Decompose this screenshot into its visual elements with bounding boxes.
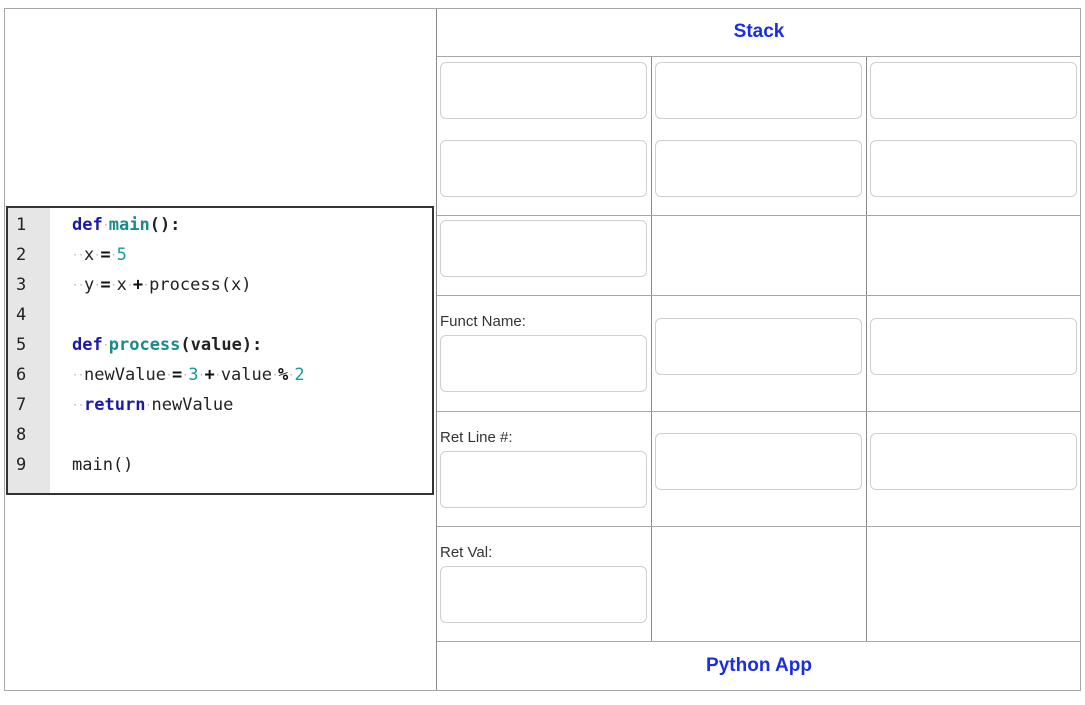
stack-slot-input[interactable]	[440, 220, 647, 277]
funct-name-input[interactable]	[440, 335, 647, 392]
identifier: x	[116, 275, 127, 295]
stack-slot-input[interactable]	[655, 140, 862, 197]
code-line: 3 ··y·=·x·+·process(x)	[8, 270, 432, 300]
code-listing: 1 def·main(): 2 ··x·=·5 3 ··y·=·x·+·proc…	[6, 206, 434, 495]
operator: %	[278, 365, 289, 385]
funct-name-label: Funct Name:	[440, 313, 526, 330]
line-number: 3	[16, 275, 27, 295]
line-number: 7	[16, 395, 27, 415]
function-name: process	[108, 335, 181, 355]
function-call: main()	[72, 455, 134, 475]
code-line: 5 def·process(value):	[8, 330, 432, 360]
code-line: 8	[8, 420, 432, 450]
line-number: 6	[16, 365, 27, 385]
column-divider	[866, 57, 867, 642]
code-line: 4	[8, 300, 432, 330]
stack-area: Stack Funct Name: Ret Line #: Ret Val:	[437, 9, 1081, 690]
row-divider	[437, 215, 1081, 216]
stack-slot-input[interactable]	[440, 140, 647, 197]
identifier: newValue	[151, 395, 234, 415]
python-app-link[interactable]: Python App	[706, 655, 812, 676]
line-number: 8	[16, 425, 27, 445]
number-literal: 2	[294, 365, 305, 385]
stack-slot-input[interactable]	[870, 140, 1077, 197]
trace-table: 1 def·main(): 2 ··x·=·5 3 ··y·=·x·+·proc…	[4, 8, 1081, 691]
stack-slot-input[interactable]	[655, 62, 862, 119]
stack-header: Stack	[437, 9, 1081, 57]
code-line: 2 ··x·=·5	[8, 240, 432, 270]
code-line: 9 main()	[8, 450, 432, 480]
line-number: 1	[16, 215, 27, 235]
identifier: value	[220, 365, 272, 385]
line-number: 4	[16, 305, 27, 325]
stack-slot-input[interactable]	[870, 318, 1077, 375]
parameter-list: (value):	[180, 335, 263, 355]
operator: =	[100, 275, 111, 295]
ret-line-label: Ret Line #:	[440, 429, 513, 446]
line-number-gutter	[8, 208, 50, 493]
stack-slot-input[interactable]	[440, 62, 647, 119]
keyword: def	[72, 215, 103, 235]
code-line: 1 def·main():	[8, 210, 432, 240]
operator: +	[204, 365, 215, 385]
code-cell: 1 def·main(): 2 ··x·=·5 3 ··y·=·x·+·proc…	[5, 9, 437, 690]
row-divider	[437, 411, 1081, 412]
identifier: x	[84, 245, 95, 265]
keyword: def	[72, 335, 103, 355]
line-number: 2	[16, 245, 27, 265]
column-divider	[651, 57, 652, 642]
number-literal: 3	[188, 365, 199, 385]
app-footer: Python App	[437, 642, 1081, 690]
ret-val-input[interactable]	[440, 566, 647, 623]
identifier: y	[84, 275, 95, 295]
function-name: main	[108, 215, 150, 235]
stack-link[interactable]: Stack	[733, 21, 785, 42]
code-line: 7 ··return·newValue	[8, 390, 432, 420]
operator: =	[100, 245, 111, 265]
operator: +	[132, 275, 144, 295]
punctuation: ():	[149, 215, 181, 235]
row-divider	[437, 641, 1081, 642]
stack-slot-input[interactable]	[870, 62, 1077, 119]
row-divider	[437, 526, 1081, 527]
identifier: newValue	[84, 365, 166, 385]
ret-val-label: Ret Val:	[440, 544, 493, 561]
number-literal: 5	[116, 245, 127, 265]
ret-line-input[interactable]	[440, 451, 647, 508]
code-line: 6 ··newValue·=·3·+·value·%·2	[8, 360, 432, 390]
stack-slot-input[interactable]	[870, 433, 1077, 490]
line-number: 5	[16, 335, 27, 355]
row-divider	[437, 295, 1081, 296]
stack-slot-input[interactable]	[655, 433, 862, 490]
line-number: 9	[16, 455, 27, 475]
keyword: return	[84, 395, 146, 415]
operator: =	[171, 365, 183, 385]
stack-slot-input[interactable]	[655, 318, 862, 375]
function-call: process(x)	[149, 275, 252, 295]
